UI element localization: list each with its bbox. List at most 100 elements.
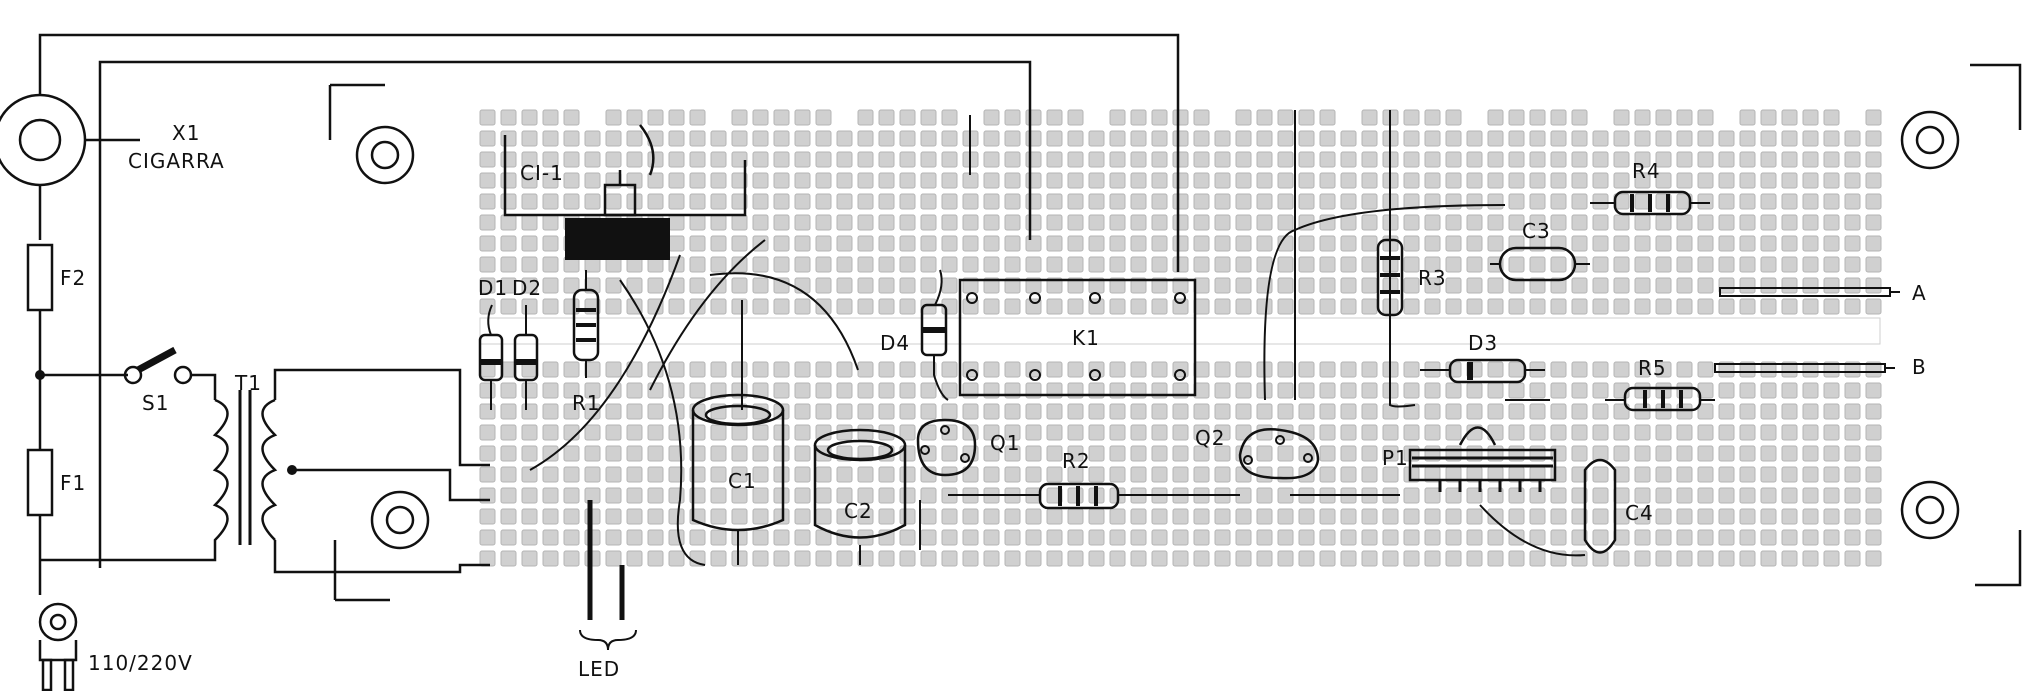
board-pad (668, 508, 685, 525)
board-pad (563, 529, 580, 546)
board-pad (1214, 508, 1231, 525)
board-pad (1529, 256, 1546, 273)
board-pad (1781, 466, 1798, 483)
board-pad (1403, 172, 1420, 189)
board-pad (794, 172, 811, 189)
board-pad (1655, 466, 1672, 483)
board-pad (1130, 214, 1147, 231)
board-pad (605, 424, 622, 441)
board-pad (479, 151, 496, 168)
board-pad (1151, 256, 1168, 273)
board-pad (983, 193, 1000, 210)
board-pad (878, 508, 895, 525)
board-pad (1592, 529, 1609, 546)
board-pad (542, 382, 559, 399)
board-pad (1634, 256, 1651, 273)
board-pad (563, 403, 580, 420)
board-pad (1865, 193, 1882, 210)
board-pad (962, 550, 979, 567)
d2-label: D2 (512, 276, 542, 300)
board-pad (1403, 214, 1420, 231)
board-pad (542, 508, 559, 525)
board-pad (689, 361, 706, 378)
board-pad (794, 424, 811, 441)
board-pad (1319, 424, 1336, 441)
board-pad (563, 277, 580, 294)
board-pad (1088, 130, 1105, 147)
board-pad (626, 466, 643, 483)
board-pad (1634, 529, 1651, 546)
board-pad (1403, 361, 1420, 378)
board-pad (1550, 193, 1567, 210)
board-pad (1466, 487, 1483, 504)
board-pad (626, 151, 643, 168)
board-pad (773, 550, 790, 567)
board-pad (1508, 424, 1525, 441)
board-pad (1298, 256, 1315, 273)
board-pad (584, 172, 601, 189)
board-pad (1151, 151, 1168, 168)
board-pad (899, 109, 916, 126)
board-pad (1340, 466, 1357, 483)
board-pad (1130, 466, 1147, 483)
board-pad (1109, 256, 1126, 273)
board-pad (1550, 151, 1567, 168)
board-pad (1550, 172, 1567, 189)
board-pad (857, 508, 874, 525)
board-pad (1571, 151, 1588, 168)
board-pad (605, 529, 622, 546)
diode-d1 (478, 304, 504, 410)
board-pad (878, 235, 895, 252)
board-pad (500, 487, 517, 504)
board-pad (836, 235, 853, 252)
trimpot-p1 (1408, 426, 1557, 492)
board-pad (1781, 382, 1798, 399)
board-pad (584, 382, 601, 399)
board-pad (1718, 508, 1735, 525)
board-pad (815, 361, 832, 378)
board-pad (857, 130, 874, 147)
board-pad (1256, 109, 1273, 126)
board-pad (1823, 172, 1840, 189)
board-pad (899, 529, 916, 546)
mount-hole (370, 140, 400, 170)
board-pad (1172, 214, 1189, 231)
board-pad (1844, 424, 1861, 441)
board-pad (668, 193, 685, 210)
board-pad (836, 550, 853, 567)
r3-label: R3 (1418, 266, 1447, 290)
board-pad (605, 508, 622, 525)
board-pad (500, 403, 517, 420)
board-pad (1718, 529, 1735, 546)
board-pad (731, 214, 748, 231)
board-pad (941, 550, 958, 567)
board-pad (1718, 424, 1735, 441)
resistor-r1 (572, 270, 600, 378)
board-pad (1298, 151, 1315, 168)
board-pad (1046, 172, 1063, 189)
board-pad (1214, 298, 1231, 315)
board-pad (668, 550, 685, 567)
board-pad (1529, 382, 1546, 399)
board-pad (1676, 466, 1693, 483)
board-pad (1424, 235, 1441, 252)
board-pad (1361, 466, 1378, 483)
board-pad (1319, 277, 1336, 294)
board-pad (1823, 382, 1840, 399)
board-pad (1109, 445, 1126, 462)
board-pad (899, 298, 916, 315)
board-pad (752, 466, 769, 483)
board-pad (1067, 550, 1084, 567)
board-pad (563, 130, 580, 147)
board-pad (542, 151, 559, 168)
board-pad (1172, 193, 1189, 210)
board-pad (815, 403, 832, 420)
board-pad (542, 193, 559, 210)
board-pad (1760, 424, 1777, 441)
board-pad (1844, 445, 1861, 462)
board-pad (1382, 529, 1399, 546)
board-pad (1466, 550, 1483, 567)
board-pad (1487, 382, 1504, 399)
board-pad (1697, 277, 1714, 294)
board-pad (1361, 193, 1378, 210)
